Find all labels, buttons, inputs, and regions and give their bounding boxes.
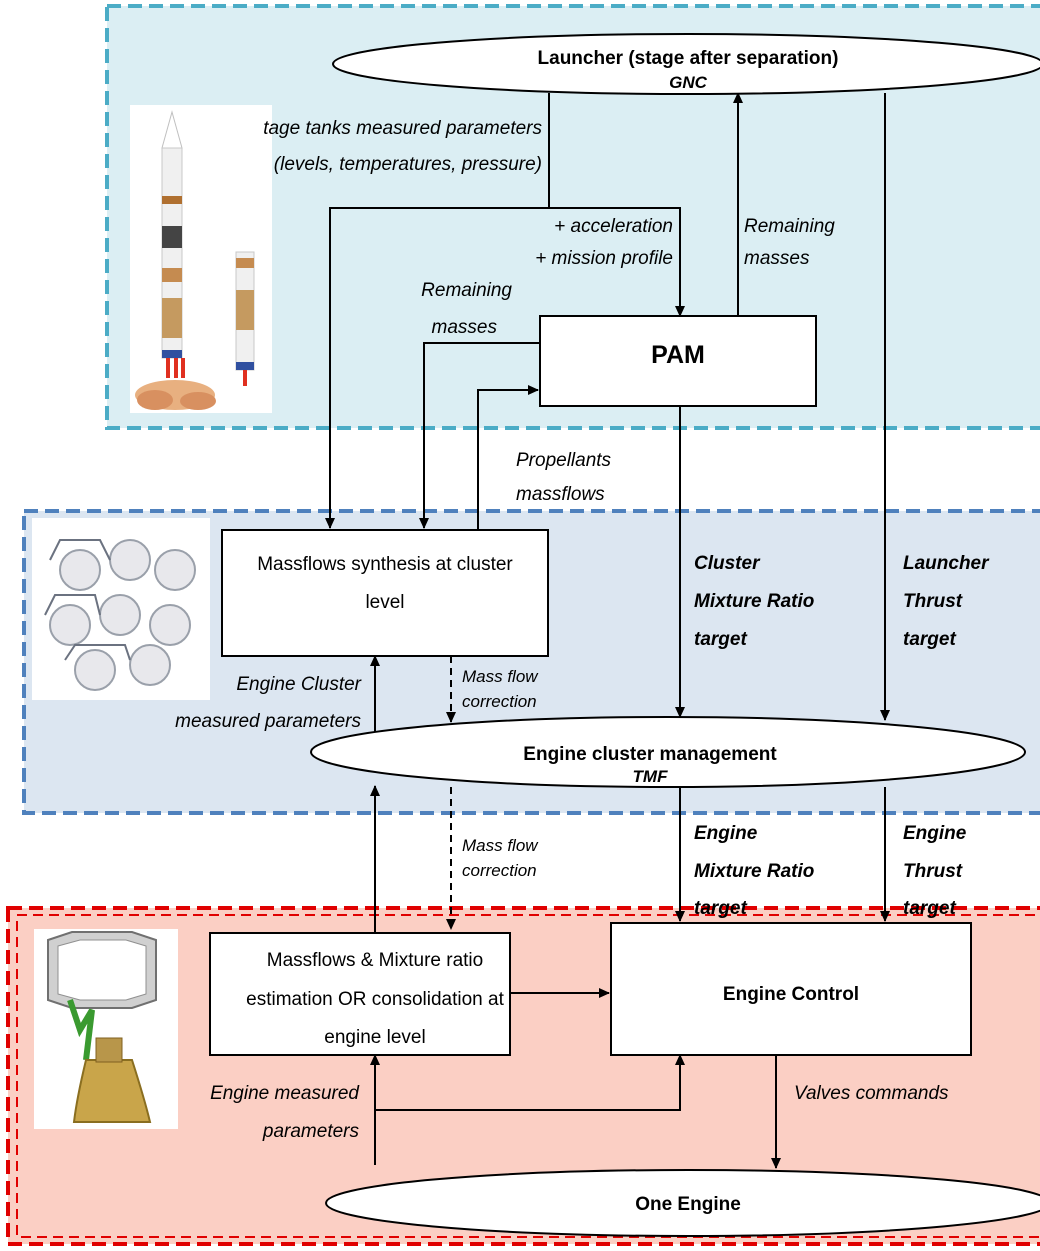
engine-cluster-measured-line1: Engine Cluster: [236, 674, 361, 695]
cluster-mr-target-line2: Mixture Ratio: [694, 591, 814, 612]
launcher-thrust-target-line3: target: [903, 629, 956, 650]
launcher-subtitle: GNC: [669, 73, 708, 92]
massflows-estimation-node: Massflows & Mixture ratio estimation OR …: [209, 932, 511, 1056]
engine-thrust-target-line1: Engine: [903, 823, 967, 844]
pam-node: PAM: [539, 315, 817, 407]
estimation-line3: engine level: [324, 1027, 425, 1048]
engine-mr-target-line1: Engine: [694, 823, 758, 844]
engine-measured-line1: Engine measured: [210, 1083, 360, 1104]
arrow-pam-remaining-to-synthesis: [419, 342, 540, 529]
propellants-label-line1: Propellants: [516, 450, 612, 471]
cluster-mgmt-title: Engine cluster management: [523, 744, 777, 765]
engine-cluster-illustration: [32, 518, 210, 700]
massflows-synthesis-node: Massflows synthesis at cluster level: [221, 529, 549, 657]
engine-cluster-measured-line2: measured parameters: [175, 711, 361, 732]
launcher-thrust-target-line1: Launcher: [903, 553, 990, 574]
cluster-mr-target-line1: Cluster: [694, 553, 761, 574]
one-engine-title: One Engine: [635, 1194, 741, 1215]
one-engine-node: One Engine: [325, 1169, 1040, 1237]
stage-tanks-label-line1: tage tanks measured parameters: [263, 118, 542, 139]
engine-cluster-management-node: Engine cluster management TMF: [310, 716, 1026, 788]
remaining-masses-right-line1: Remaining: [744, 216, 835, 237]
acceleration-label: + acceleration: [554, 216, 673, 237]
arrow-engine-meas-to-engine-control: [375, 1054, 685, 1111]
launcher-gnc-node: Launcher (stage after separation) GNC: [332, 33, 1040, 95]
arrow-tanks-to-pam: [549, 207, 685, 317]
single-engine-illustration: [34, 929, 178, 1129]
mass-flow-correction-bottom-line2: correction: [462, 861, 537, 880]
estimation-line2: estimation OR consolidation at: [246, 989, 504, 1010]
engine-thrust-target-line3: target: [903, 898, 956, 919]
engine-zone-inner-border: [16, 914, 1040, 1238]
synthesis-line1: Massflows synthesis at cluster: [257, 554, 513, 575]
mass-flow-correction-top-line2: correction: [462, 692, 537, 711]
rocket-illustration: [130, 105, 272, 413]
stage-tanks-label-line2: (levels, temperatures, pressure): [274, 154, 542, 175]
remaining-masses-left-line2: masses: [432, 317, 498, 338]
estimation-line1: Massflows & Mixture ratio: [267, 950, 483, 971]
engine-mr-target-line3: target: [694, 898, 747, 919]
engine-measured-line2: parameters: [262, 1121, 360, 1142]
engine-thrust-target-line2: Thrust: [903, 861, 963, 882]
launcher-title: Launcher (stage after separation): [538, 48, 839, 69]
mission-profile-label: + mission profile: [535, 248, 673, 269]
engine-mr-target-line2: Mixture Ratio: [694, 861, 814, 882]
cluster-mgmt-subtitle: TMF: [633, 767, 669, 786]
pam-title: PAM: [651, 341, 705, 369]
propellants-label-line2: massflows: [516, 484, 605, 505]
arrow-synthesis-to-pam: [477, 385, 539, 530]
synthesis-line2: level: [365, 592, 404, 613]
remaining-masses-left-line1: Remaining: [421, 280, 512, 301]
arrow-tanks-to-synthesis: [325, 207, 549, 529]
launcher-thrust-target-line2: Thrust: [903, 591, 963, 612]
engine-control-title: Engine Control: [723, 984, 859, 1005]
engine-control-node: Engine Control: [610, 922, 972, 1056]
mass-flow-correction-top-line1: Mass flow: [462, 667, 539, 686]
remaining-masses-right-line2: masses: [744, 248, 810, 269]
mass-flow-correction-bottom-line1: Mass flow: [462, 836, 539, 855]
cluster-mr-target-line3: target: [694, 629, 747, 650]
valves-commands-label: Valves commands: [794, 1083, 949, 1104]
